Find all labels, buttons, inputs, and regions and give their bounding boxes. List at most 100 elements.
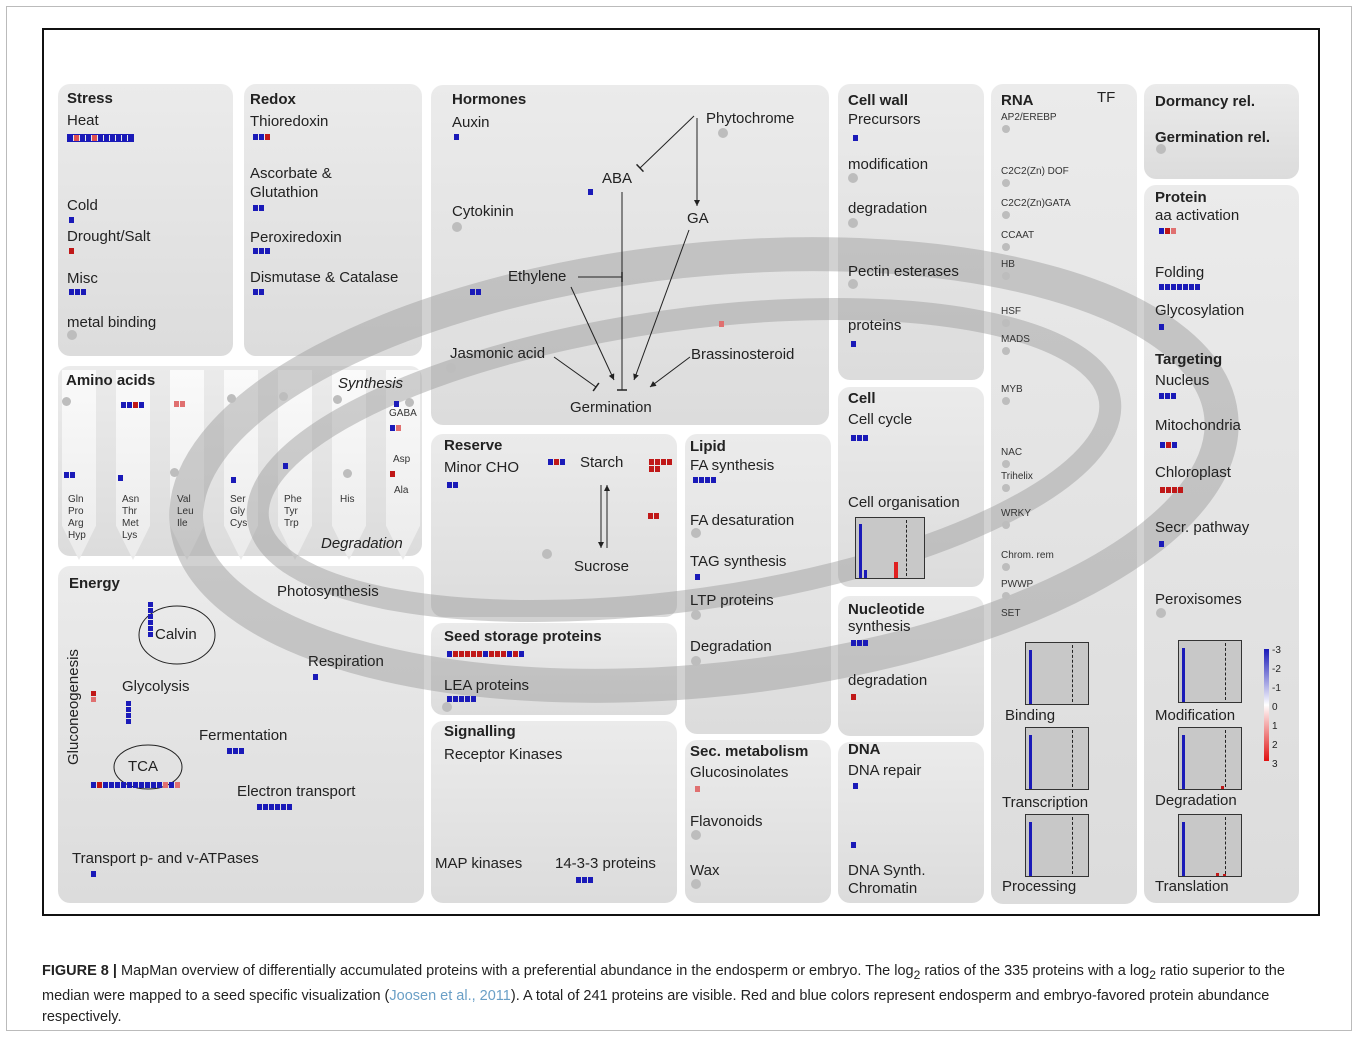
folding-cluster (1158, 283, 1201, 291)
aba-label: ABA (602, 170, 633, 187)
nucleotide-synthesis-cluster (850, 639, 869, 647)
sucrose-label: Sucrose (574, 558, 630, 575)
flavonoids-label: Flavonoids (690, 813, 763, 830)
caption-subscript: 2 (1149, 967, 1156, 982)
map-kinases-label: MAP kinases (435, 855, 523, 872)
figure-outer-frame (6, 6, 1352, 1031)
legend-label: -2 (1272, 664, 1281, 675)
cw-degradation-dot (848, 218, 858, 228)
processing-label: Processing (1002, 878, 1077, 895)
metal-dot (67, 330, 77, 340)
caption-text: ratios of the 335 proteins with a log (920, 963, 1150, 979)
p1433-cluster (575, 876, 594, 884)
aa-degradation-label: Degradation (321, 535, 403, 552)
cell-organisation-histogram (855, 517, 925, 579)
starch-cluster-2 (648, 458, 675, 473)
legend-label: 3 (1272, 759, 1278, 770)
translation-label: Translation (1155, 878, 1229, 895)
nucleus-cluster (1158, 392, 1177, 400)
gluconeogenesis-cluster (90, 690, 98, 703)
aa-cluster (63, 471, 76, 479)
fa-desat-label: FA desaturation (690, 512, 795, 529)
rna-item-dot (1002, 272, 1010, 280)
rna-item-dot (1002, 521, 1010, 529)
aa-cluster (393, 400, 400, 408)
glycosylation-label: Glycosylation (1155, 302, 1245, 319)
ala-label: Ala (394, 485, 409, 496)
ascorbate-label-2: Glutathion (250, 184, 319, 201)
aa-dot (405, 398, 414, 407)
stress-panel (58, 84, 233, 356)
ascorbate-cluster (252, 204, 265, 212)
legend-gradient (1264, 649, 1269, 761)
legend-label: 1 (1272, 721, 1278, 732)
lipid-title: Lipid (690, 438, 726, 455)
amino-acids-title: Amino acids (66, 372, 156, 389)
signalling-panel (431, 721, 677, 903)
fa-synthesis-cluster (692, 476, 717, 484)
rna-item: CCAAT (1001, 230, 1035, 241)
germination-label: Germination (570, 399, 652, 416)
electron-cluster (256, 803, 293, 811)
glucosinolates-label: Glucosinolates (690, 764, 789, 781)
rna-item: Trihelix (1001, 471, 1033, 482)
aa-cluster (282, 462, 289, 470)
cell-cycle-cluster (850, 434, 869, 442)
cw-modification-label: modification (848, 156, 929, 173)
sec-metabolism-panel (685, 740, 831, 903)
jasmonic-label: Jasmonic acid (450, 345, 546, 362)
rna-item: MADS (1001, 334, 1030, 345)
rna-item: NAC (1001, 447, 1023, 458)
minor-cho-cluster (446, 481, 459, 489)
fa-synthesis-label: FA synthesis (690, 457, 775, 474)
aa-dot (333, 395, 342, 404)
aba-cluster (587, 188, 594, 196)
targeting-title: Targeting (1155, 351, 1223, 368)
rna-item: C2C2(Zn) DOF (1001, 166, 1069, 177)
auxin-cluster (453, 133, 460, 141)
rna-item-dot (1002, 347, 1010, 355)
tag-cluster (694, 573, 701, 581)
lea-dot (442, 702, 452, 712)
heat-cluster (67, 134, 134, 142)
ltp-label: LTP proteins (690, 592, 774, 609)
pectin-dot (848, 279, 858, 289)
glycosylation-cluster (1158, 323, 1165, 331)
secr-label: Secr. pathway (1155, 519, 1250, 536)
binding-label: Binding (1005, 707, 1056, 724)
lea-label: LEA proteins (444, 677, 530, 694)
rna-title: RNA (1001, 92, 1034, 109)
aa-dot (62, 397, 71, 406)
drought-label: Drought/Salt (67, 228, 151, 245)
fermentation-label: Fermentation (199, 727, 288, 744)
dna-synth-label-1: DNA Synth. (848, 862, 926, 879)
caption-text: MapMan overview of differentially accumu… (116, 963, 914, 979)
cell-cycle-label: Cell cycle (848, 411, 913, 428)
nucleotide-degradation-label: degradation (848, 672, 928, 689)
dna-repair-label: DNA repair (848, 762, 922, 779)
translation-histogram (1178, 814, 1242, 877)
peroxiredoxin-label: Peroxiredoxin (250, 229, 342, 246)
pectin-label: Pectin esterases (848, 263, 959, 280)
cell-wall-panel (838, 84, 984, 380)
cw-proteins-cluster (850, 340, 857, 348)
aa-column-7 (386, 370, 420, 560)
ethylene-label: Ethylene (508, 268, 567, 285)
reserve-title: Reserve (444, 437, 503, 454)
color-legend: -3 -2 -1 0 1 2 3 (1264, 645, 1324, 770)
rna-item: AP2/EREBP (1001, 112, 1057, 123)
signalling-title: Signalling (444, 723, 516, 740)
dismutase-cluster (252, 288, 265, 296)
stress-title: Stress (67, 90, 113, 107)
mitochondria-label: Mitochondria (1155, 417, 1241, 434)
nucleotide-panel (838, 596, 984, 736)
chloroplast-label: Chloroplast (1155, 464, 1231, 481)
cell-title: Cell (848, 390, 876, 407)
caption-reference-link[interactable]: Joosen et al., 2011 (389, 987, 511, 1004)
gaba-label: GABA (389, 408, 417, 419)
phytochrome-label: Phytochrome (706, 110, 795, 127)
